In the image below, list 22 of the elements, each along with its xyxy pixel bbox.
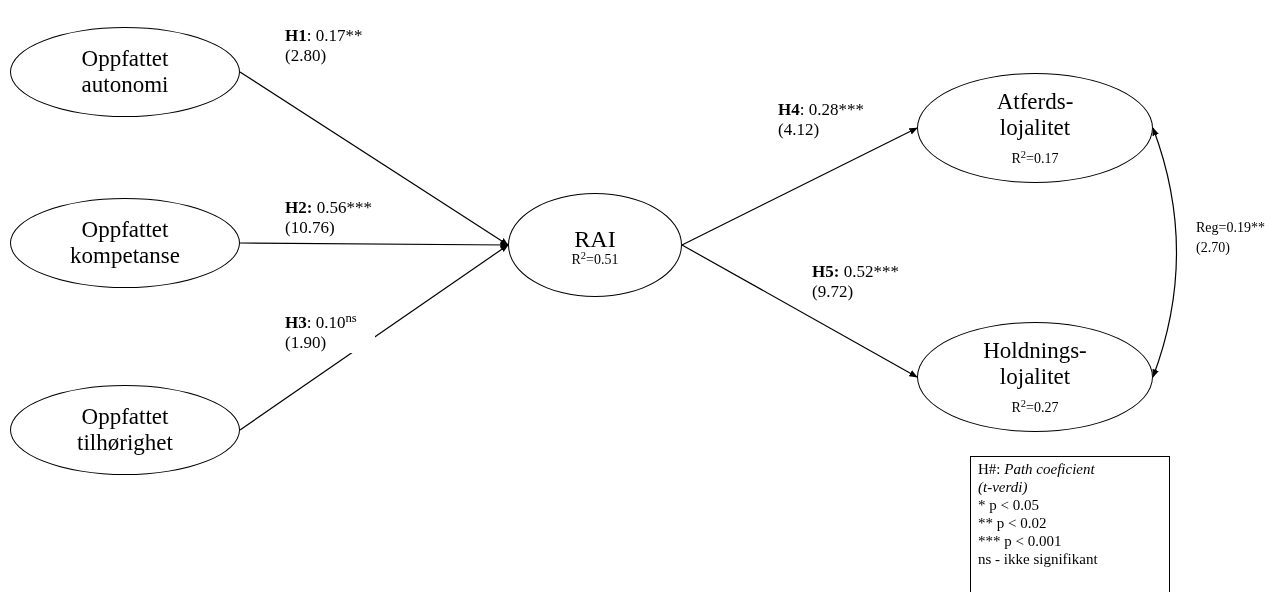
arrow [239,71,509,246]
key-text: *** p < 0.001 [978,532,1063,550]
key-text: ns - ikke signifikant [978,550,1099,568]
key-text: H#: Path coeficient (t-verdi) [978,460,1096,496]
arrow [681,127,918,246]
key-text: ** p < 0.02 [978,514,1048,532]
arrow [1152,127,1178,378]
r-squared-label: R$^{2}$=0.51 [571,252,619,268]
construct-name: Oppfattet kompetanse [69,217,181,269]
arrow [239,241,509,249]
construct-name: Oppfattet autonomi [80,46,170,98]
r-squared-label: R$^{2}$=0.27 [1011,400,1059,416]
construct-name: Atferds- lojalitet [995,89,1075,141]
construct-name: RAI [574,226,616,252]
construct-name: Holdnings- lojalitet [982,338,1088,390]
arrow [239,244,509,431]
edge-label: H3: 0.10$^{ns}$ (1.90) [285,313,375,353]
key-box [970,456,1170,592]
r-squared-label: R$^{2}$=0.17 [1011,151,1059,167]
construct-name: Oppfattet tilhørighet [76,404,174,456]
arrow [681,244,918,378]
key-text: * p < 0.05 [978,496,1040,514]
